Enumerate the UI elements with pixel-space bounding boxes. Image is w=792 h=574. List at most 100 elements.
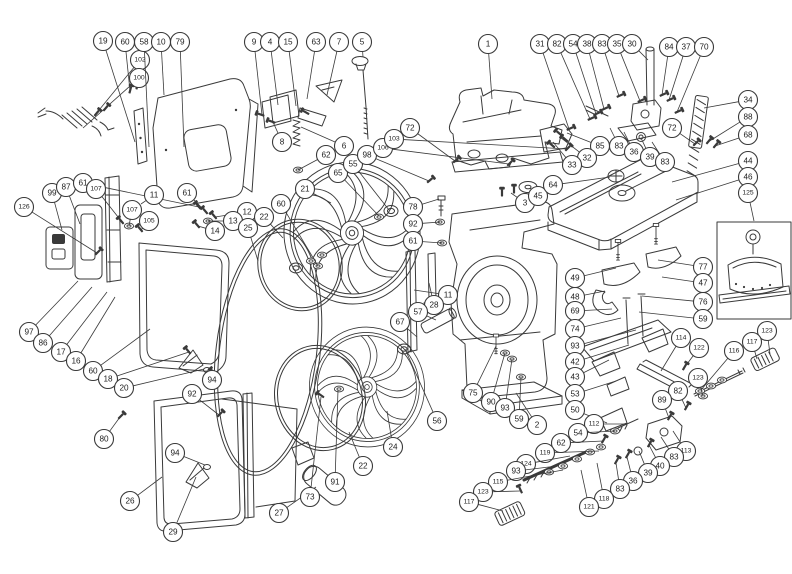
callout-62: 62	[297, 144, 337, 171]
callout-number: 56	[432, 417, 442, 426]
leader-line	[144, 51, 150, 148]
leader-line	[583, 359, 610, 374]
callout-92: 92	[181, 383, 220, 416]
leader-line	[510, 192, 518, 198]
callout-number: 93	[500, 404, 510, 413]
leader-line	[575, 52, 597, 115]
callout-112: 112	[583, 413, 627, 435]
callout-balloon	[667, 380, 689, 402]
callout-balloon	[542, 174, 564, 196]
callout-number: 112	[589, 421, 600, 428]
callout-balloon	[402, 230, 424, 252]
leader-line	[570, 440, 604, 443]
leader-line	[754, 351, 758, 360]
callout-balloon	[138, 210, 160, 232]
callout-123: 123	[756, 320, 778, 355]
leader-line	[272, 121, 279, 134]
upper-door	[152, 78, 259, 209]
callout-number: 47	[698, 279, 708, 288]
callout-98: 98	[356, 144, 430, 182]
callout-number: 63	[311, 38, 321, 47]
callout-balloon	[92, 30, 114, 52]
callout-72: 72	[399, 117, 456, 162]
leader-line	[254, 51, 263, 116]
leader-line	[665, 408, 670, 419]
callout-88: 88	[707, 106, 759, 143]
callout-balloon	[113, 377, 135, 399]
callout-balloon	[462, 382, 484, 404]
callout-number: 87	[61, 183, 71, 192]
lower-tire	[273, 344, 367, 452]
callout-balloon	[18, 321, 40, 343]
callout-balloon	[458, 491, 480, 513]
callout-balloon	[426, 410, 448, 432]
leader-line	[310, 396, 322, 488]
callout-number: 80	[99, 435, 109, 444]
callout-33: 33	[552, 141, 583, 176]
callout-25: 25	[237, 217, 259, 262]
callout-number: 42	[570, 358, 580, 367]
leader-line	[492, 490, 521, 493]
callout-83: 83	[608, 127, 630, 157]
callout-balloon	[687, 367, 709, 389]
callout-107: 107	[85, 178, 123, 223]
leader-line	[109, 416, 121, 432]
callout-number: 24	[388, 443, 398, 452]
callout-60: 60	[270, 193, 319, 267]
leader-line	[66, 291, 108, 345]
callout-123: 123	[472, 481, 521, 503]
callout-balloon	[578, 496, 600, 518]
callout-number: 60	[276, 200, 286, 209]
callout-76: 76	[641, 291, 714, 313]
door-hinge-column	[133, 107, 148, 165]
callout-number: 107	[90, 186, 102, 193]
leader-line	[703, 101, 739, 109]
callout-70: 70	[676, 36, 715, 113]
leader-line	[675, 179, 740, 201]
callout-89: 89	[651, 389, 673, 419]
callout-68: 68	[714, 124, 759, 147]
callout-number: 85	[595, 142, 605, 151]
callout-number: 91	[330, 478, 340, 487]
callout-125: 125	[737, 182, 759, 222]
callout-number: 72	[667, 124, 677, 133]
callout-11: 11	[140, 184, 165, 206]
callout-number: 123	[692, 375, 704, 382]
leader-line	[31, 211, 98, 254]
fence-inset	[716, 221, 792, 320]
leader-line	[54, 202, 63, 231]
callout-number: 114	[676, 335, 687, 342]
callout-number: 39	[643, 469, 653, 478]
callout-balloon	[741, 331, 763, 353]
callout-37: 37	[668, 36, 697, 101]
callout-35: 35	[606, 33, 641, 102]
callout-61: 61	[176, 182, 207, 213]
leader-line	[125, 51, 131, 92]
callout-72: 72	[661, 117, 696, 145]
callout-123: 123	[687, 367, 709, 397]
callout-number: 54	[573, 429, 583, 438]
callout-number: 22	[259, 213, 269, 222]
callout-number: 10	[156, 38, 166, 47]
leader-line	[584, 317, 622, 328]
callout-number: 60	[88, 367, 98, 376]
callout-121: 121	[578, 469, 600, 518]
callout-balloon	[688, 337, 710, 359]
leader-line	[657, 259, 694, 266]
callout-balloon	[651, 389, 673, 411]
leader-line	[596, 462, 603, 490]
callout-number: 37	[681, 43, 691, 52]
leader-line	[250, 236, 259, 262]
leader-line	[478, 504, 504, 512]
callout-83: 83	[660, 436, 685, 468]
callout-number: 62	[321, 151, 331, 160]
leader-line	[413, 289, 439, 295]
callout-number: 75	[468, 389, 478, 398]
callout-59: 59	[508, 376, 530, 430]
callout-57: 57	[407, 301, 437, 323]
leader-line	[668, 55, 684, 101]
callout-number: 15	[283, 38, 293, 47]
callout-balloon	[723, 340, 745, 362]
callout-1: 1	[477, 33, 499, 100]
